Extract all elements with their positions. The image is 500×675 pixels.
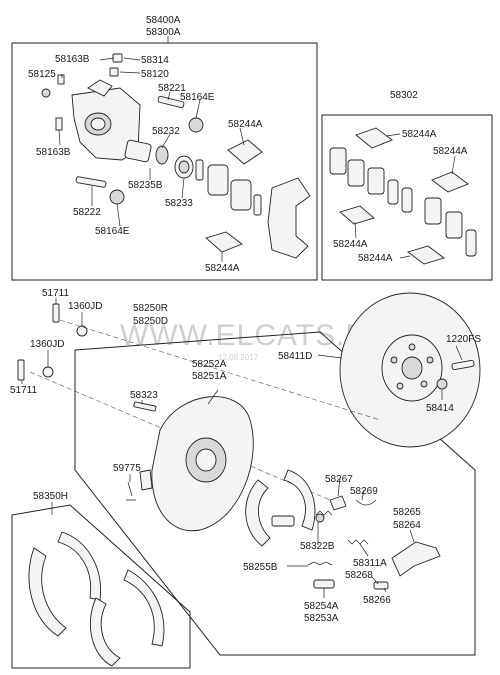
bleeder-screw-part xyxy=(109,53,123,77)
shoe-kit-shoes-part xyxy=(28,531,165,667)
clip-pin-part xyxy=(126,481,136,501)
hub-bolt-part xyxy=(436,360,475,390)
parking-brake-shoes-part xyxy=(245,469,316,547)
label-58302: 58302 xyxy=(390,90,418,101)
brake-disc-part xyxy=(339,292,481,448)
label-58254A: 58254A xyxy=(304,601,339,612)
label-58120: 58120 xyxy=(141,69,169,80)
label-51711-lower: 51711 xyxy=(10,385,38,396)
caliper-assembly-box xyxy=(11,42,318,281)
shoe-kit-box xyxy=(11,504,191,669)
label-58163B-upper: 58163B xyxy=(55,54,90,65)
label-58244A-kit-4: 58244A xyxy=(358,253,393,264)
label-58164E-lower: 58164E xyxy=(95,226,130,237)
label-58252A: 58252A xyxy=(192,359,227,370)
label-58400A: 58400A xyxy=(146,15,181,26)
label-58232: 58232 xyxy=(152,126,180,137)
label-58268: 58268 xyxy=(345,570,373,581)
watermark-date: 12.08.2017 xyxy=(218,353,259,362)
pad-kit-pads-part xyxy=(329,147,477,257)
label-58253A: 58253A xyxy=(304,613,339,624)
label-1360JD-lower: 1360JD xyxy=(30,339,64,350)
label-58322B: 58322B xyxy=(300,541,335,552)
label-58250R: 58250R xyxy=(133,303,168,314)
label-58314: 58314 xyxy=(141,55,169,66)
shoe-spring-part xyxy=(315,510,333,523)
lever-part xyxy=(391,541,441,577)
label-59775: 59775 xyxy=(113,463,141,474)
label-58222: 58222 xyxy=(73,207,101,218)
label-58266: 58266 xyxy=(363,595,391,606)
backing-plate-part xyxy=(139,396,254,532)
label-58163B-lower: 58163B xyxy=(36,147,71,158)
label-1360JD-upper: 1360JD xyxy=(68,301,102,312)
caliper-body-part xyxy=(71,79,141,161)
label-58323: 58323 xyxy=(130,390,158,401)
label-58164E-upper: 58164E xyxy=(180,92,215,103)
label-58269: 58269 xyxy=(350,486,378,497)
label-58233: 58233 xyxy=(165,198,193,209)
guide-pin-lower-part xyxy=(75,176,125,205)
label-58125: 58125 xyxy=(28,69,56,80)
label-58411D: 58411D xyxy=(278,351,312,362)
drum-brake-box xyxy=(74,331,476,656)
pad-kit-box xyxy=(321,114,493,281)
label-1220FS: 1220FS xyxy=(446,334,481,345)
adjuster-bolt-part xyxy=(133,401,157,412)
adjuster-part xyxy=(313,579,389,590)
label-58244A-kit-2: 58244A xyxy=(433,146,468,157)
piston-part xyxy=(124,139,194,179)
label-58235B: 58235B xyxy=(128,180,163,191)
label-51711-upper: 51711 xyxy=(42,288,70,299)
pad-clip-upper-part xyxy=(227,139,263,165)
label-58221: 58221 xyxy=(158,83,186,94)
label-58267: 58267 xyxy=(325,474,353,485)
label-58264: 58264 xyxy=(393,520,421,531)
pad-clip-lower-part xyxy=(205,231,243,253)
guide-bolt-part xyxy=(41,74,65,131)
label-58244A-kit-1: 58244A xyxy=(402,129,437,140)
label-58414: 58414 xyxy=(426,403,454,414)
label-58251A: 58251A xyxy=(192,371,227,382)
label-58311A: 58311A xyxy=(353,558,387,569)
label-58265: 58265 xyxy=(393,507,421,518)
retainer-spring-part xyxy=(329,495,377,511)
label-58300A: 58300A xyxy=(146,27,181,38)
pad-kit-clips-part xyxy=(339,127,469,265)
guide-pin-upper-part xyxy=(157,95,204,133)
label-58250D: 58250D xyxy=(133,316,168,327)
label-58350H: 58350H xyxy=(33,491,68,502)
caliper-bracket-part xyxy=(267,177,311,259)
adjuster-spring-part xyxy=(307,539,369,566)
caliper-pads-part xyxy=(195,159,262,216)
label-58244A-kit-3: 58244A xyxy=(333,239,368,250)
label-58244A-caliper-lower: 58244A xyxy=(205,263,240,274)
label-58255B: 58255B xyxy=(243,562,278,573)
label-58244A-caliper-upper: 58244A xyxy=(228,119,263,130)
